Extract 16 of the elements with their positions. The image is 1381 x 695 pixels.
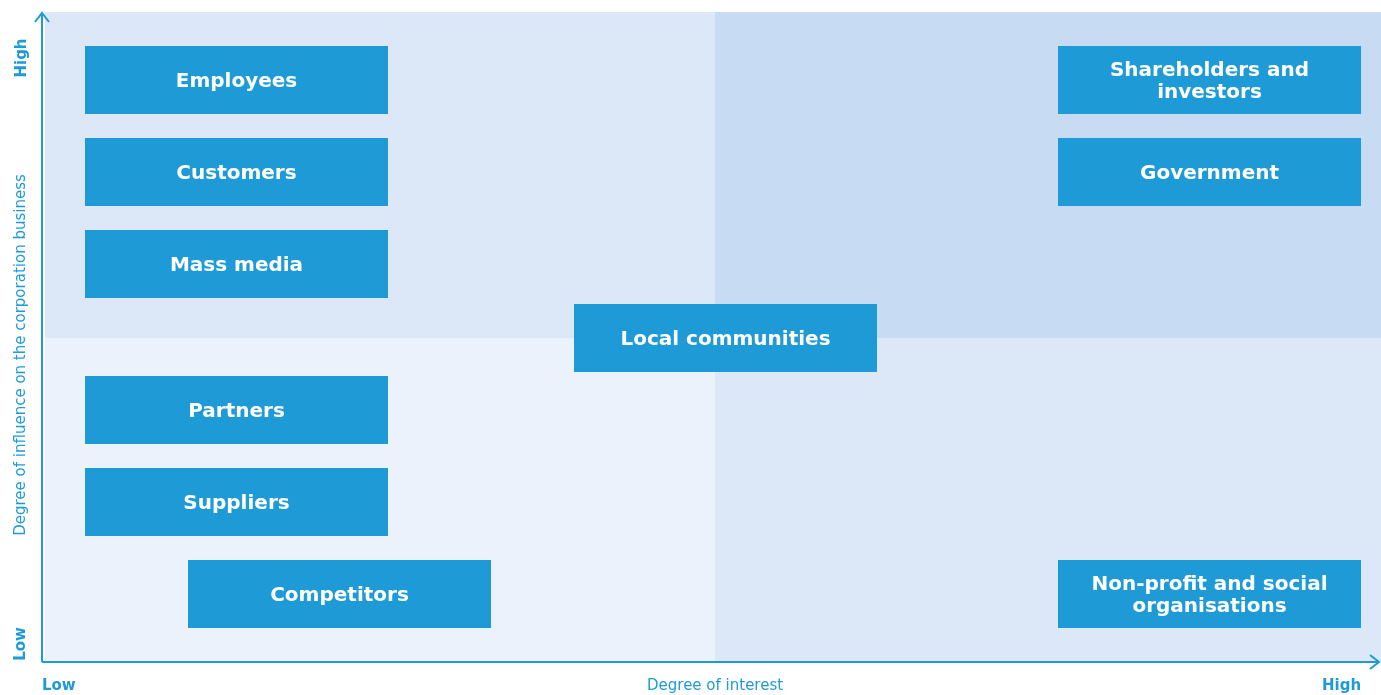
stakeholder-box: Mass media (85, 230, 388, 298)
axis-end-label: Low (42, 676, 76, 694)
stakeholder-box: Suppliers (85, 468, 388, 536)
stakeholder-box: Partners (85, 376, 388, 444)
axis-end-label: High (11, 38, 30, 78)
stakeholder-box: Government (1058, 138, 1361, 206)
stakeholder-box: Competitors (188, 560, 491, 628)
stakeholder-box: Customers (85, 138, 388, 206)
stakeholder-box: Non-profit and social organisations (1058, 560, 1361, 628)
axis-title: Degree of influence on the corporation business (10, 174, 29, 536)
axis-title: Degree of interest (647, 676, 784, 694)
axis-end-label: Low (10, 627, 29, 661)
axis-end-label: High (1322, 676, 1362, 694)
stakeholder-box: Local communities (574, 304, 877, 372)
stakeholder-box: Employees (85, 46, 388, 114)
stakeholder-box: Shareholders and investors (1058, 46, 1361, 114)
